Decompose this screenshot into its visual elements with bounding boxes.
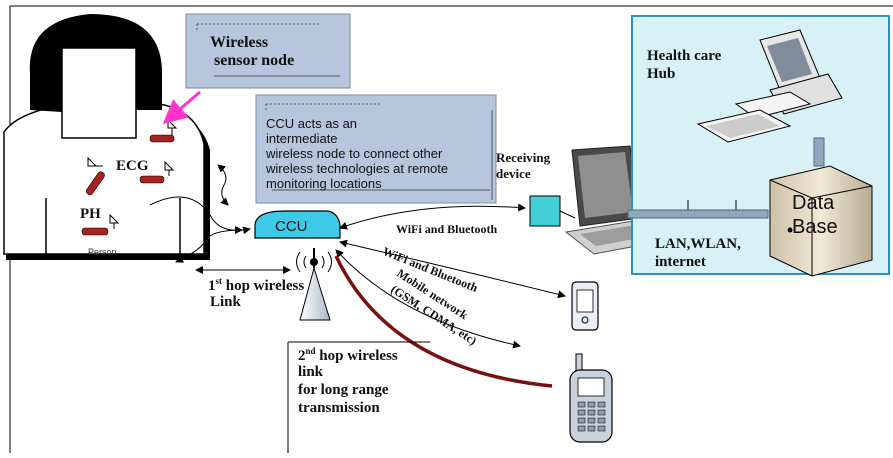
second-hop-line3: for long range [298, 382, 389, 398]
receiving-device-square [529, 195, 561, 227]
pda-icon [571, 281, 599, 331]
database-server-icon [769, 165, 873, 277]
receiving-device-line2: device [496, 166, 531, 181]
second-hop-line4: transmission [298, 400, 380, 416]
local-link-arrows [149, 164, 291, 274]
receiving-device-line1: Receiving [496, 150, 551, 165]
ecg-label: ECG [116, 158, 149, 174]
receiver-connector [559, 210, 576, 219]
ccu-desc-line2: intermediate [266, 131, 338, 146]
wireless-sensor-label-line2: sensor node [214, 52, 295, 69]
second-hop-sup: nd [305, 346, 316, 356]
second-hop-number: 2 [298, 348, 306, 364]
first-hop-sup: st [215, 276, 223, 286]
ccu-label: CCU [275, 218, 308, 235]
second-hop-text: hop wireless [315, 348, 398, 364]
person-label: Person [88, 247, 117, 257]
ph-label: PH [80, 206, 101, 222]
antenna-tower [296, 248, 332, 321]
mobile-network-link [335, 249, 521, 349]
magenta-pointer-arrow [162, 90, 201, 124]
sensor-nodes [81, 118, 178, 236]
ccu-desc-line5: monitoring locations [266, 176, 382, 191]
data-base-line1: Data [792, 192, 835, 214]
person-figure [3, 14, 210, 260]
ccu-desc-line3: wireless node to connect other [266, 146, 443, 161]
mobile-phone-icon [569, 353, 613, 443]
wireless-sensor-label-line1: Wireless [210, 34, 269, 51]
wifi-bluetooth-laptop-label: WiFi and Bluetooth [396, 222, 498, 236]
wifi-link-laptop [339, 203, 526, 230]
data-base-line2: Base [792, 216, 838, 238]
long-range-arc [334, 255, 553, 388]
second-hop-line2: link [298, 364, 324, 380]
ccu-desc-line4: wireless technologies at remote [266, 161, 449, 176]
network-bus [627, 137, 825, 219]
second-hop-line1: 2nd hop wireless [298, 346, 398, 365]
first-hop-line1: 1st hop wireless [208, 276, 304, 295]
health-care-hub-line1: Health care [647, 48, 722, 64]
lan-label-line2: internet [655, 254, 706, 270]
desktop-computer-icon [696, 29, 843, 143]
wireless-sensor-callout [185, 13, 351, 89]
first-hop-line2: Link [210, 294, 241, 310]
lan-label-line1: LAN,WLAN, [655, 236, 741, 252]
first-hop-text: hop wireless [222, 278, 305, 294]
first-hop-number: 1 [208, 278, 216, 294]
second-hop-box [287, 341, 430, 453]
health-care-hub-line2: Hub [647, 66, 676, 82]
ccu-description-callout [255, 94, 497, 204]
wifi-link-pda [339, 239, 566, 299]
ccu-desc-line1: CCU acts as an [266, 116, 358, 131]
